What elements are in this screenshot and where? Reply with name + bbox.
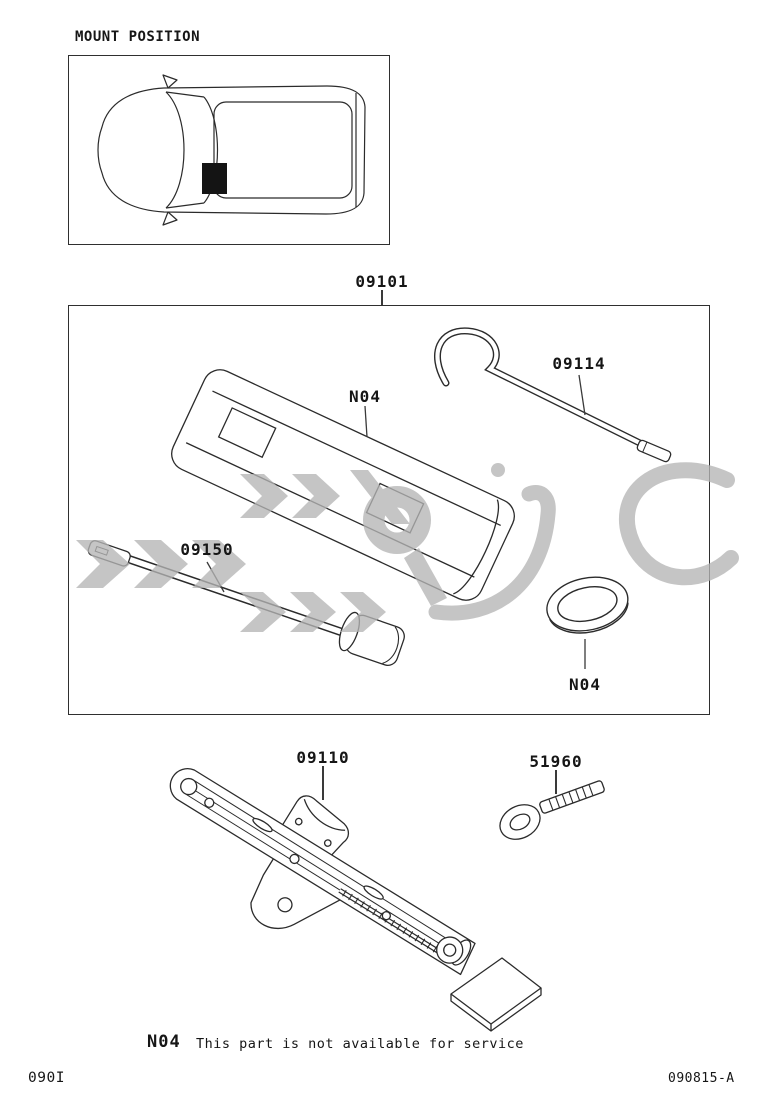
jack-screw — [338, 888, 448, 959]
toolkit-contents-drawing — [87, 327, 672, 669]
car-mirror-left — [162, 74, 178, 89]
leader-line-09110 — [322, 766, 324, 800]
windshield-rear-arc — [203, 96, 218, 204]
leader-line-bag-n04 — [364, 405, 368, 438]
leader-line-51960 — [555, 770, 557, 794]
jack-base-plate — [450, 957, 542, 1032]
band-drawing — [546, 576, 629, 634]
jack-foot-bracket — [250, 855, 344, 930]
callout-09150[interactable]: 09150 — [180, 540, 234, 559]
callout-51960[interactable]: 51960 — [529, 752, 583, 771]
car-mirror-right — [162, 211, 178, 226]
mount-position-box — [68, 55, 390, 245]
car-top-view-drawing — [97, 74, 366, 226]
leader-line-09114 — [578, 374, 586, 416]
jack-trunnion — [436, 936, 472, 966]
note-text: This part is not available for service — [196, 1036, 524, 1052]
jack-handle-drawing — [434, 327, 672, 463]
car-body-outline — [97, 85, 366, 215]
callout-09110[interactable]: 09110 — [296, 748, 350, 767]
footer-figure-code: 090815-A — [668, 1071, 735, 1086]
callout-09101[interactable]: 09101 — [355, 272, 409, 291]
tool-bag-drawing — [171, 369, 515, 601]
leader-line-09101 — [381, 290, 383, 305]
jack-saddle — [280, 795, 350, 858]
jack-drawing — [169, 767, 542, 1032]
wrench-socket — [338, 611, 405, 666]
callout-bag-n04: N04 — [349, 387, 381, 406]
tool-mount-location-marker — [202, 163, 227, 194]
tow-hook-shank — [539, 780, 605, 814]
bag-pocket-1 — [217, 407, 277, 459]
windshield-front-arc — [165, 91, 185, 209]
jack-pivot-holes — [180, 777, 392, 921]
car-roof-outline — [213, 101, 353, 199]
wrench-drawing — [87, 540, 405, 666]
jack-arms — [169, 767, 476, 976]
callout-09114[interactable]: 09114 — [552, 354, 606, 373]
callout-band-n04: N04 — [569, 675, 601, 694]
tow-hook-eye — [499, 804, 541, 840]
mount-position-label: MOUNT POSITION — [75, 29, 201, 45]
note-code: N04 — [147, 1032, 181, 1052]
tow-hook-drawing — [499, 780, 605, 840]
footer-page-code: 090I — [28, 1070, 65, 1086]
a-pillars — [165, 91, 205, 209]
